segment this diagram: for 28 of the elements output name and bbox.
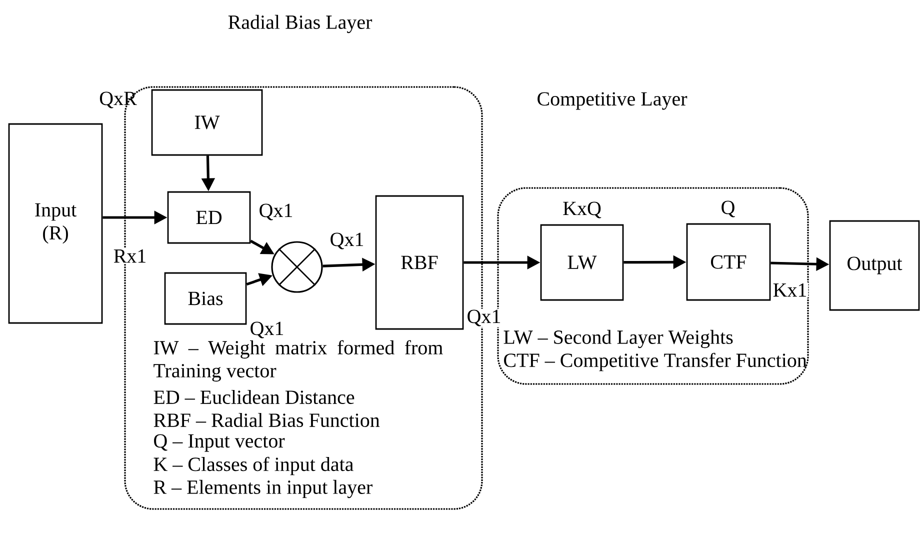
legend-note: ED – Euclidean Distance bbox=[154, 390, 354, 404]
process-box: Input (R) bbox=[8, 123, 103, 324]
legend-note: R – Elements in input layer bbox=[154, 480, 372, 498]
process-box: Output bbox=[829, 220, 920, 311]
process-box: CTF bbox=[686, 223, 771, 301]
legend-note: CTF – Competitive Transfer Function bbox=[504, 352, 807, 372]
edge-label: Qx1 bbox=[248, 320, 286, 340]
process-box: IW bbox=[151, 89, 263, 156]
node-label: Competitive Layer bbox=[538, 92, 688, 110]
node-label: Radial Bias Layer bbox=[228, 14, 372, 34]
process-box: RBF bbox=[375, 195, 464, 330]
edge-label: Qx1 bbox=[258, 202, 294, 222]
legend-note: IW – Weight matrix formed from Training vector bbox=[154, 340, 443, 382]
process-box: ED bbox=[167, 191, 251, 244]
edge-label: Rx1 bbox=[112, 248, 148, 264]
process-box: LW bbox=[540, 224, 624, 301]
process-box: Bias bbox=[164, 272, 247, 325]
legend-note: K – Classes of input data bbox=[154, 456, 354, 476]
edge-label: Qx1 bbox=[466, 308, 502, 328]
edge-label: Qx1 bbox=[328, 232, 366, 250]
dimension-label: QxR bbox=[100, 92, 137, 108]
legend-note: Q – Input vector bbox=[154, 434, 285, 452]
legend-note: LW – Second Layer Weights bbox=[504, 330, 733, 348]
edge-label: Kx1 bbox=[772, 282, 808, 298]
dimension-label: Q bbox=[722, 200, 735, 218]
multiplier-symbol bbox=[271, 241, 323, 293]
legend-note: RBF – Radial Bias Function bbox=[154, 412, 380, 428]
dimension-label: KxQ bbox=[563, 202, 602, 218]
